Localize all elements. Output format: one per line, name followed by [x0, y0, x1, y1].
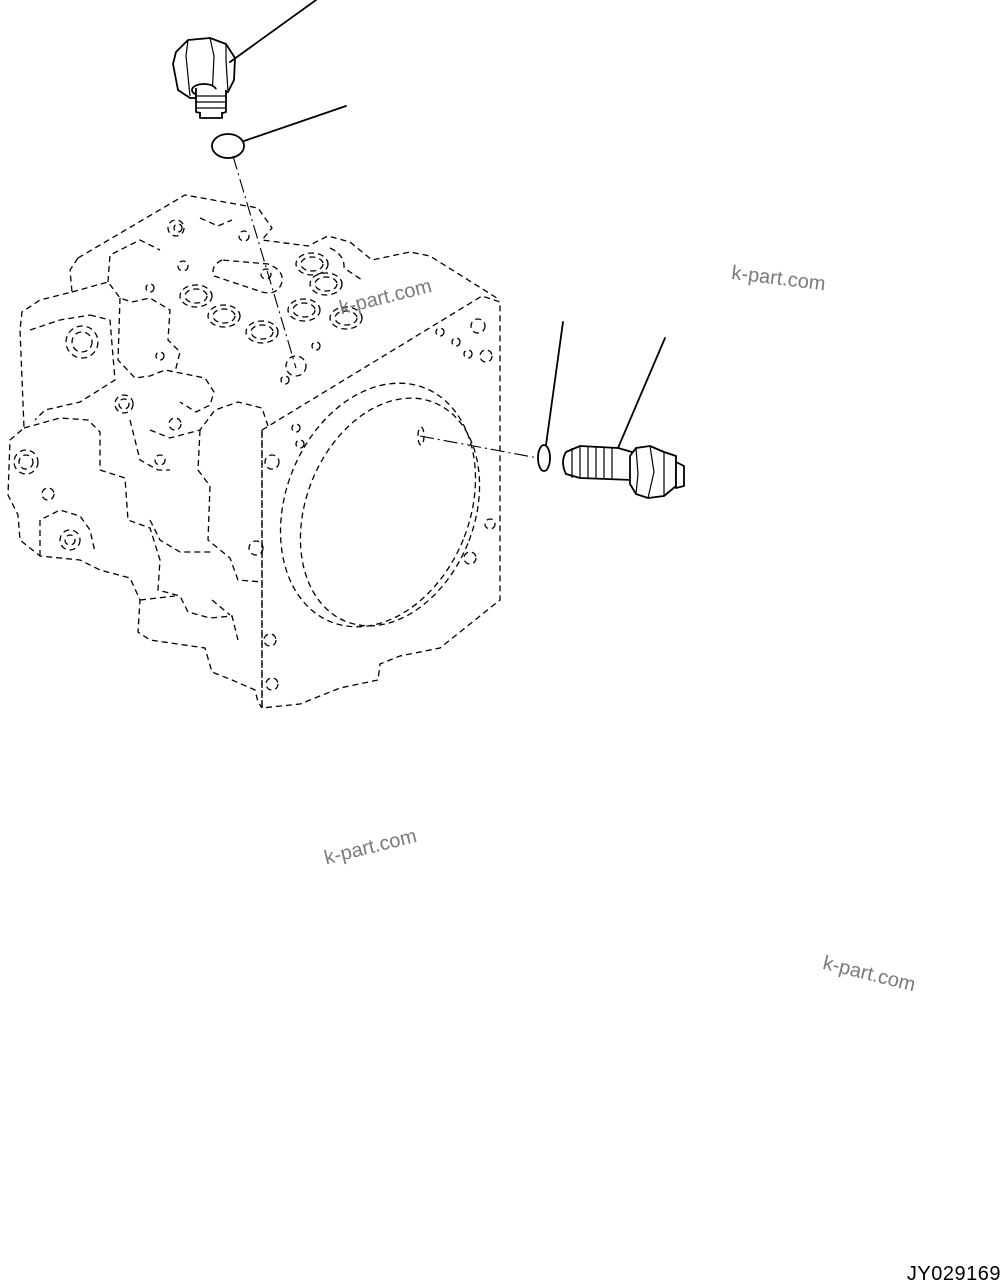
o-ring-icon: [537, 444, 551, 472]
center-line: [419, 435, 539, 459]
o-ring-icon: [211, 133, 245, 159]
pump-housing: [7, 194, 501, 709]
port-hole: [417, 426, 425, 446]
leader-line: [617, 337, 666, 449]
plug-bolt-icon: [562, 445, 685, 499]
drawing-number: JY029169: [906, 1263, 1001, 1285]
leader-line: [243, 105, 347, 142]
leader-line: [229, 0, 317, 63]
center-line: [232, 155, 297, 369]
plug-bolt-icon: [172, 37, 236, 119]
leader-line: [545, 321, 564, 446]
